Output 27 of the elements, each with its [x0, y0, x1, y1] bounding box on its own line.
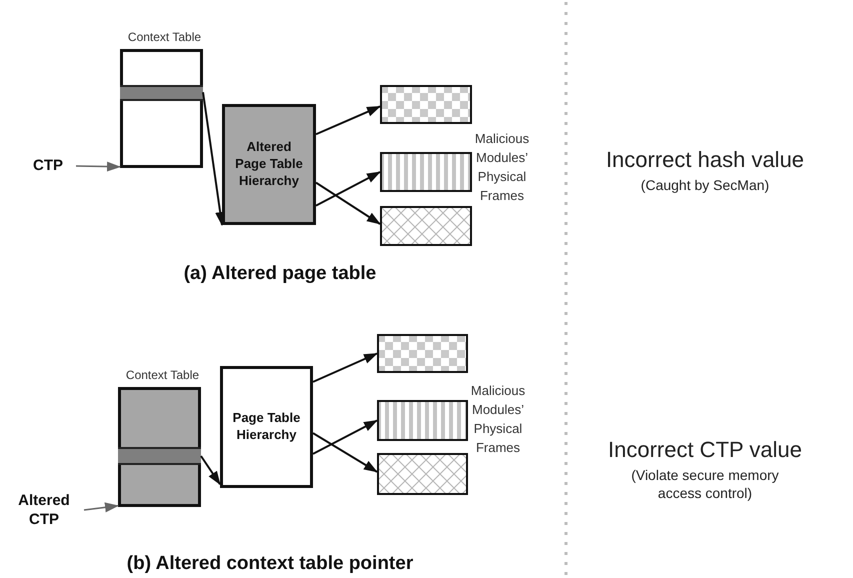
- arrow: [312, 420, 378, 455]
- frames-label: Malicious Modules’ Physical Frames: [474, 130, 530, 205]
- result-heading: Incorrect CTP value: [606, 436, 803, 464]
- arrow: [312, 432, 378, 473]
- table-entry-bar: [118, 447, 201, 465]
- pointer-label: Altered CTP: [4, 488, 84, 532]
- result-heading: Incorrect hash value: [604, 146, 806, 174]
- arrow: [316, 171, 381, 207]
- panel-caption: (b) Altered context table pointer: [126, 552, 414, 576]
- box-label: Page Table Hierarchy: [232, 410, 302, 444]
- table-entry-bar: [120, 85, 203, 101]
- page-table-hierarchy-box: [222, 104, 316, 225]
- arrow: [76, 162, 121, 172]
- panel-caption: (a) Altered page table: [182, 262, 378, 286]
- table-heading: Context Table: [124, 368, 200, 382]
- table-heading: Context Table: [126, 30, 202, 44]
- arrow: [84, 502, 119, 512]
- frames-label: Malicious Modules’ Physical Frames: [470, 382, 526, 457]
- arrow: [316, 106, 381, 136]
- arrow: [312, 352, 378, 383]
- box-label: Altered Page Table Hierarchy: [234, 139, 304, 190]
- result-note: (Violate secure memory access control): [630, 466, 780, 502]
- result-note: (Caught by SecMan): [640, 176, 770, 194]
- page-table-hierarchy-box: [220, 366, 313, 488]
- arrow: [202, 92, 226, 226]
- arrow: [315, 182, 381, 225]
- pointer-label: CTP: [20, 156, 76, 176]
